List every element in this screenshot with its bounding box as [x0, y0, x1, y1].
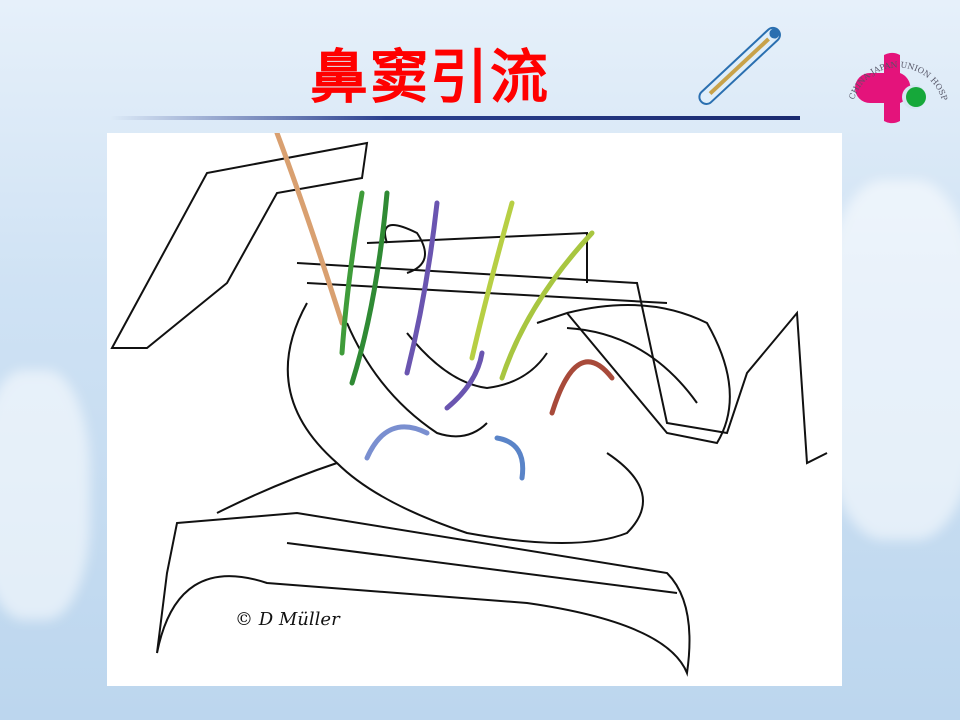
slide-title: 鼻窦引流: [310, 43, 551, 111]
posterior-arrow: [444, 350, 485, 411]
sphenoid-return-arrow: [549, 359, 615, 416]
nasal-arrow: [364, 424, 430, 461]
artist-signature: © D Müller: [235, 609, 341, 630]
title-underline: [110, 116, 800, 120]
background-decoration: [0, 370, 90, 620]
ethmoid-arrow: [339, 190, 365, 356]
frontal-sinus-arrow: [274, 130, 345, 326]
hospital-logo: CHINA-JAPAN UNION HOSPITAL: [842, 40, 949, 124]
thermometer-icon: [698, 26, 781, 105]
maxillary-arrow: [469, 200, 515, 361]
sinus-drainage-illustration: © D Müller: [107, 130, 842, 686]
nasal-arrow: [494, 435, 526, 481]
skull-outline: [110, 141, 828, 677]
sphenoid-arrow: [404, 200, 440, 376]
maxillary-arrow: [499, 230, 595, 381]
ethmoid-arrow: [349, 190, 390, 386]
drainage-arrows: [274, 130, 615, 481]
background-decoration: [820, 180, 960, 540]
